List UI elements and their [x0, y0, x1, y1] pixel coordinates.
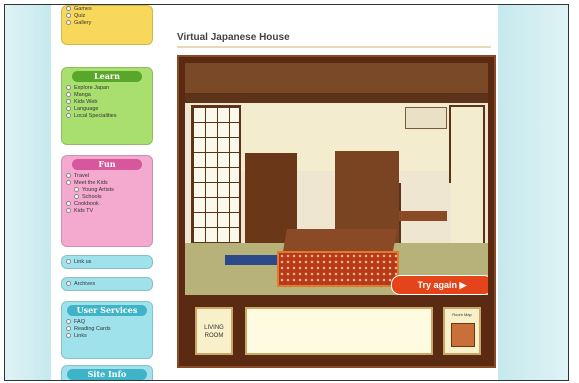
nav-box-learn: Learn Explore Japan Manga Kids Web Langu… — [61, 67, 153, 145]
bullet-icon — [66, 259, 71, 265]
virtual-house-scene[interactable]: Try again ▶ LIVING ROOM Room Map — [177, 55, 496, 368]
bullet-icon — [66, 173, 71, 179]
nav-box-user-services: User Services FAQ Reading Cards Links — [61, 301, 153, 359]
bullet-icon — [66, 20, 71, 26]
nav-link-label: Schools — [82, 194, 102, 200]
nav-link-gallery[interactable]: Gallery — [66, 20, 152, 27]
nav-link-language[interactable]: Language — [66, 106, 152, 113]
nav-link-label: Young Artists — [82, 187, 114, 193]
nav-link-manga[interactable]: Manga — [66, 92, 152, 99]
nav-link-games[interactable]: Games — [66, 6, 152, 13]
nav-link-archives[interactable]: Archives — [66, 278, 152, 290]
nav-box-site-info: Site Info — [61, 365, 153, 380]
nav-link-label: Reading Cards — [74, 326, 111, 332]
kotatsu-futon[interactable] — [277, 251, 399, 287]
bullet-icon — [66, 326, 71, 332]
room-illustration[interactable]: Try again ▶ — [185, 63, 488, 295]
room-map-icon — [451, 323, 475, 347]
bullet-icon — [66, 180, 71, 186]
right-background — [498, 5, 568, 380]
nav-link-kids-web[interactable]: Kids Web — [66, 99, 152, 106]
nav-link-label: Kids Web — [74, 99, 98, 105]
sliding-door-right[interactable] — [449, 105, 485, 257]
nav-box-archives[interactable]: Archives — [61, 277, 153, 291]
ceiling-beam — [185, 93, 488, 103]
learn-heading: Learn — [72, 71, 142, 82]
bullet-icon — [66, 13, 71, 19]
title-divider — [177, 46, 491, 48]
kotatsu-table[interactable] — [283, 229, 397, 251]
nav-box-fun: Fun Travel Meet the Kids Young Artists S… — [61, 155, 153, 247]
nav-link-schools[interactable]: Schools — [66, 194, 152, 201]
room-label-line2: ROOM — [204, 333, 224, 339]
nav-link-reading-cards[interactable]: Reading Cards — [66, 326, 152, 333]
nav-link-label: FAQ — [74, 319, 86, 325]
room-label: LIVING ROOM — [195, 307, 233, 355]
nav-link-label: Local Specialities — [74, 113, 117, 119]
floor-cushion[interactable] — [225, 255, 295, 265]
page-title: Virtual Japanese House — [177, 32, 290, 43]
info-text-box — [245, 307, 433, 355]
bullet-icon — [66, 333, 71, 339]
nav-link-cookbook[interactable]: Cookbook — [66, 201, 152, 208]
nav-link-label: Quiz — [74, 13, 86, 19]
nav-link-links[interactable]: Links — [66, 333, 152, 340]
bullet-icon — [66, 92, 71, 98]
nav-link-label: Gallery — [74, 20, 92, 26]
nav-link-label: Archives — [74, 281, 96, 287]
nav-link-travel[interactable]: Travel — [66, 173, 152, 180]
nav-link-local-specialities[interactable]: Local Specialities — [66, 113, 152, 120]
bullet-icon — [66, 106, 71, 112]
nav-link-label: Manga — [74, 92, 91, 98]
bullet-icon — [66, 6, 71, 12]
nav-link-link-us[interactable]: Link us — [66, 256, 152, 268]
nav-link-label: Explore Japan — [74, 85, 110, 91]
nav-link-label: Kids TV — [74, 208, 94, 214]
bullet-icon — [66, 201, 71, 207]
nav-link-young-artists[interactable]: Young Artists — [66, 187, 152, 194]
nav-link-label: Links — [74, 333, 87, 339]
nav-link-quiz[interactable]: Quiz — [66, 13, 152, 20]
sidebar-nav: Games Quiz Gallery Learn Explore Japan M… — [61, 5, 155, 380]
nav-link-explore-japan[interactable]: Explore Japan — [66, 85, 152, 92]
nav-link-label: Link us — [74, 259, 92, 265]
bullet-icon — [74, 187, 79, 193]
bullet-icon — [66, 208, 71, 214]
nav-link-label: Cookbook — [74, 201, 99, 207]
nav-link-label: Games — [74, 6, 92, 12]
bullet-icon — [66, 99, 71, 105]
bullet-icon — [66, 319, 71, 325]
page-frame: Games Quiz Gallery Learn Explore Japan M… — [4, 4, 569, 381]
user-services-heading: User Services — [67, 305, 147, 316]
fun-heading: Fun — [72, 159, 142, 170]
nav-link-kids-tv[interactable]: Kids TV — [66, 208, 152, 215]
nav-link-label: Language — [74, 106, 99, 112]
nav-link-meet-the-kids[interactable]: Meet the Kids — [66, 180, 152, 187]
scene-bottom-panel: LIVING ROOM Room Map — [185, 301, 488, 363]
nav-link-label: Travel — [74, 173, 90, 179]
left-background — [5, 5, 51, 380]
try-again-button[interactable]: Try again ▶ — [391, 275, 488, 295]
bullet-icon — [74, 194, 79, 200]
room-label-line1: LIVING — [204, 325, 224, 331]
nav-box-link-us[interactable]: Link us — [61, 255, 153, 269]
bullet-icon — [66, 113, 71, 119]
shelf-board — [399, 211, 447, 221]
bullet-icon — [66, 281, 71, 287]
nav-box-top: Games Quiz Gallery — [61, 5, 153, 45]
nav-link-label: Meet the Kids — [74, 180, 108, 186]
bullet-icon — [66, 85, 71, 91]
site-info-heading: Site Info — [67, 369, 147, 380]
shoji-screen-left[interactable] — [191, 105, 241, 257]
ceiling — [185, 63, 488, 93]
room-map-title: Room Map — [452, 312, 472, 317]
nav-link-faq[interactable]: FAQ — [66, 319, 152, 326]
kamidana-shrine[interactable] — [405, 107, 447, 129]
room-map-button[interactable]: Room Map — [443, 307, 481, 355]
